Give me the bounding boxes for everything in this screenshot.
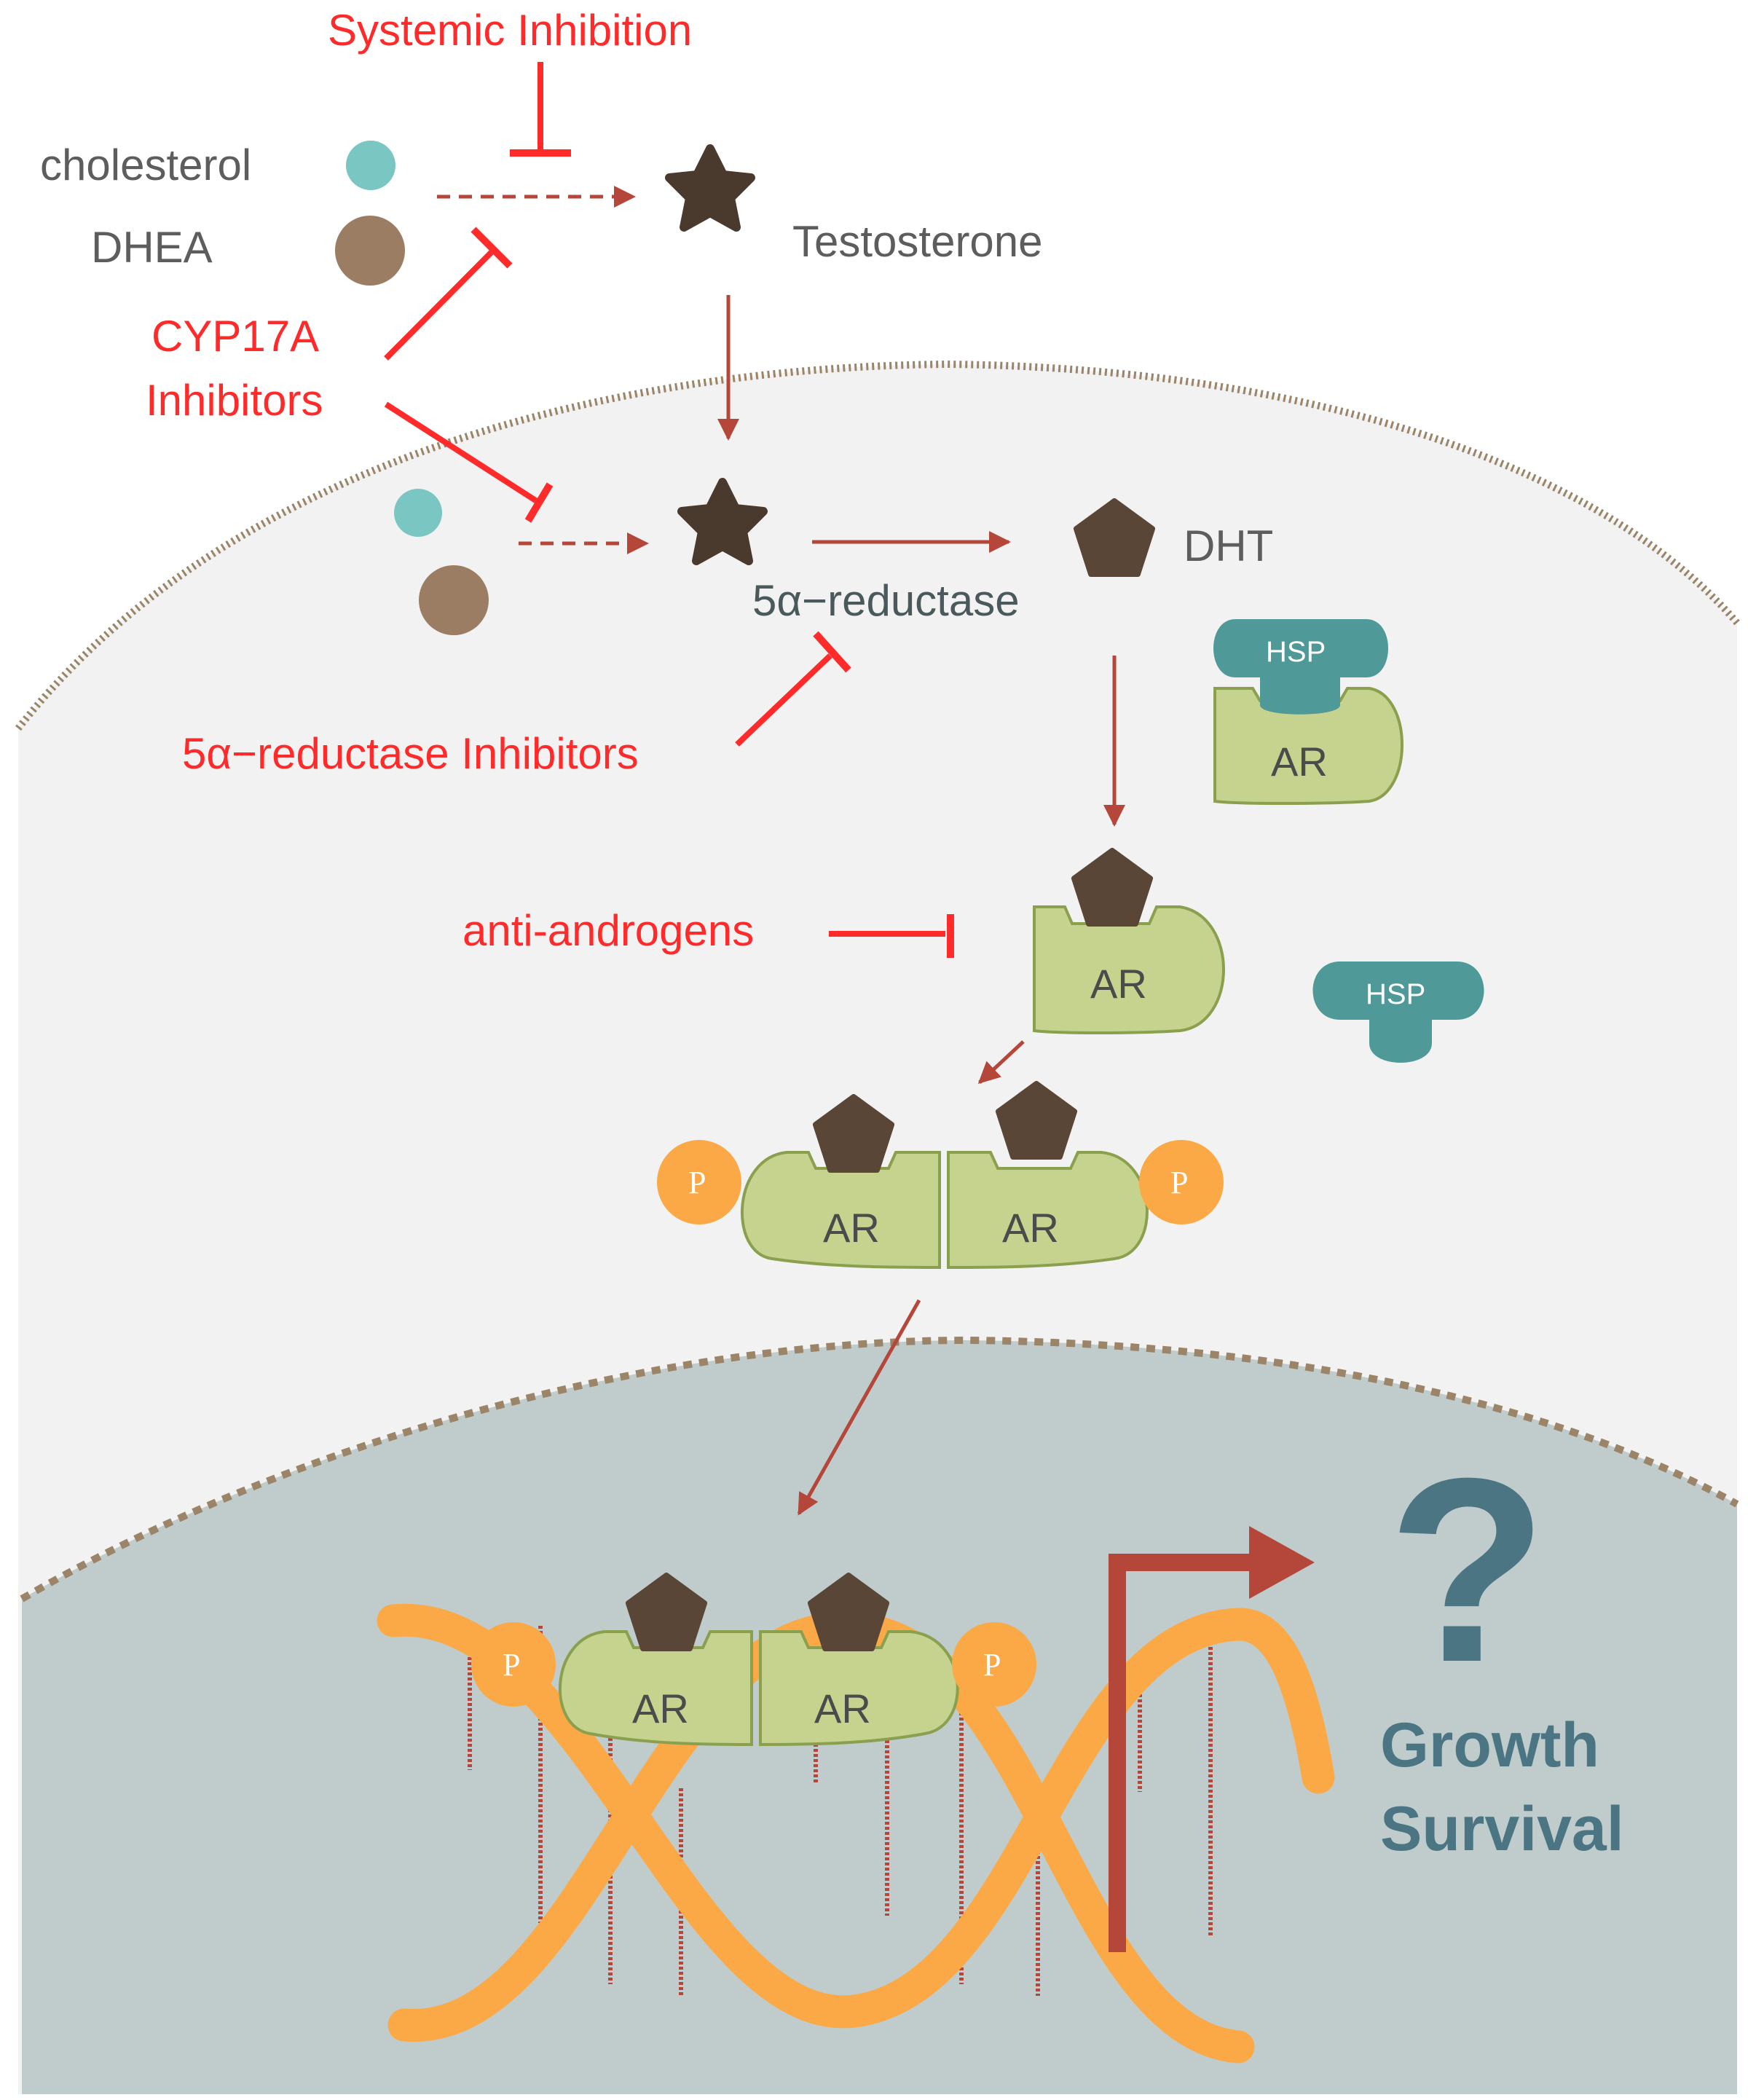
nuclear-phosphate-right bbox=[952, 1622, 1036, 1707]
ar-dimer-left bbox=[740, 1151, 941, 1270]
five-alpha-reductase-inhibitors-label: 5α−reductase Inhibitors bbox=[182, 729, 639, 778]
hsp-free-label: HSP bbox=[1366, 978, 1425, 1010]
testosterone-molecule bbox=[669, 149, 751, 227]
testosterone-label: Testosterone bbox=[792, 217, 1043, 266]
ar-dimer-left-label: AR bbox=[823, 1205, 880, 1251]
dhea-molecule bbox=[335, 216, 405, 286]
transcription-arrowhead bbox=[1249, 1526, 1315, 1599]
nuclear-membrane bbox=[20, 1336, 1739, 1602]
dht-label: DHT bbox=[1184, 522, 1273, 570]
cyp17a-inhibitors-label-line1: CYP17A bbox=[151, 312, 319, 361]
nuclear-phosphate-right-label: P bbox=[983, 1647, 1001, 1683]
cyp17a-intracellular-inhibition-bar bbox=[524, 482, 554, 523]
dhea-label: DHEA bbox=[91, 223, 213, 272]
survival-label: Survival bbox=[1380, 1794, 1624, 1864]
ar-dimer-right-label: AR bbox=[1002, 1205, 1059, 1251]
phosphate-left bbox=[657, 1140, 741, 1224]
hsp-bound-label: HSP bbox=[1266, 636, 1326, 668]
nuclear-ar-dimer: P P AR AR bbox=[471, 1576, 1036, 1747]
cell-membrane bbox=[15, 360, 1740, 731]
dna-strand-front bbox=[377, 1603, 1335, 2029]
nuclear-phosphate-left bbox=[471, 1622, 556, 1707]
nuclear-ar-dimer-left bbox=[558, 1630, 753, 1747]
phosphate-right bbox=[1139, 1140, 1224, 1224]
cyp17a-extracellular-inhibition-bar bbox=[471, 227, 513, 269]
intracellular-dhea-molecule bbox=[419, 565, 489, 635]
transcription-arrow bbox=[1109, 1554, 1253, 1952]
hsp-free bbox=[1312, 961, 1484, 1063]
five-alpha-reductase-label: 5α−reductase bbox=[752, 576, 1020, 625]
ar-receptor-bound bbox=[1033, 905, 1225, 1034]
dht-bound-ar: AR bbox=[1033, 851, 1225, 1034]
cyp17a-extracellular-inhibition-line bbox=[384, 249, 495, 361]
ar-receptor-inactive bbox=[1213, 687, 1403, 805]
cyp17a-intracellular-inhibition-line bbox=[384, 401, 541, 506]
phosphate-left-label: P bbox=[688, 1165, 706, 1200]
nuclear-ar-dimer-right-label: AR bbox=[814, 1686, 871, 1731]
cyp17a-inhibitors-label-line2: Inhibitors bbox=[146, 376, 323, 425]
nuclear-translocation-arrow bbox=[797, 1299, 921, 1516]
cholesterol-label: cholesterol bbox=[40, 141, 251, 189]
question-mark: ? bbox=[1387, 1424, 1548, 1717]
dimerization-arrow bbox=[977, 1040, 1025, 1085]
ar-dimer-right bbox=[947, 1151, 1149, 1270]
ar-inactive-label: AR bbox=[1271, 739, 1328, 784]
intracellular-cholesterol-molecule bbox=[394, 489, 442, 537]
nuclear-ar-dimer-left-label: AR bbox=[632, 1686, 689, 1731]
ar-bound-label: AR bbox=[1090, 961, 1147, 1007]
nuclear-phosphate-left-label: P bbox=[503, 1647, 520, 1683]
cytoplasmic-ar-dimer: P P AR AR bbox=[657, 1084, 1224, 1270]
five-alpha-reductase-inhibition-bar bbox=[813, 631, 851, 673]
systemic-inhibition-label: Systemic Inhibition bbox=[328, 6, 692, 55]
five-alpha-reductase-inhibition-line bbox=[735, 653, 832, 747]
anti-androgens-label: anti-androgens bbox=[462, 906, 754, 955]
phosphate-right-label: P bbox=[1170, 1165, 1188, 1200]
growth-label: Growth bbox=[1380, 1710, 1599, 1780]
cholesterol-molecule bbox=[346, 141, 395, 190]
hsp-bound bbox=[1213, 619, 1388, 715]
released-hsp: HSP bbox=[1312, 961, 1484, 1063]
inactive-ar-hsp-complex: HSP AR bbox=[1213, 619, 1403, 805]
nuclear-ar-dimer-right bbox=[759, 1630, 959, 1747]
